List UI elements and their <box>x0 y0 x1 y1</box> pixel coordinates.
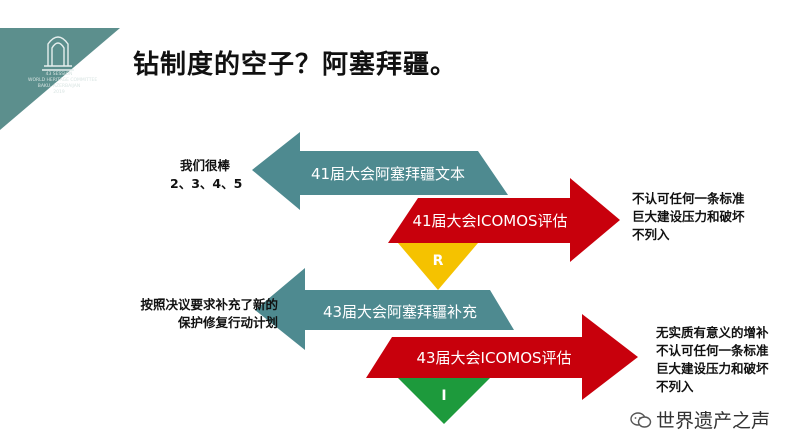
right-note-top: 不认可任何一条标准 巨大建设压力和破坏 不列入 <box>632 190 745 244</box>
teal-arrow-2-label: 43届大会阿塞拜疆补充 <box>322 303 478 321</box>
red-arrow-1-label: 41届大会ICOMOS评估 <box>412 212 568 230</box>
committee-logo-icon <box>42 36 74 71</box>
r-badge-triangle <box>398 243 478 290</box>
red-arrow-2 <box>366 314 638 400</box>
left-note-top-line-2: 2、3、4、5 <box>170 176 243 191</box>
logo-line-2: WORLD HERITAGE COMMITTEE <box>28 78 98 83</box>
watermark-text: 世界遗产之声 <box>655 410 770 432</box>
logo-corner-triangle-top <box>0 0 140 20</box>
wechat-icon <box>630 411 652 429</box>
logo-line-1: 43 SESSION <box>45 72 73 77</box>
r-badge-label: R <box>432 253 444 269</box>
teal-arrow-2 <box>255 268 514 350</box>
right-note-top-line-2: 巨大建设压力和破坏 <box>632 209 745 224</box>
right-note-bottom: 无实质有意义的增补 不认可任何一条标准 巨大建设压力和破坏 不列入 <box>656 324 769 396</box>
teal-arrow-1-label: 41届大会阿塞拜疆文本 <box>310 165 466 183</box>
right-note-bottom-line-4: 不列入 <box>656 379 694 394</box>
red-arrow-2-label: 43届大会ICOMOS评估 <box>416 349 572 367</box>
right-note-bottom-line-1: 无实质有意义的增补 <box>656 325 769 340</box>
left-note-top-line-1: 我们很棒 <box>179 158 230 173</box>
red-arrow-1 <box>388 178 620 262</box>
logo-caption: 43 SESSION WORLD HERITAGE COMMITTEE BAKU… <box>28 72 98 96</box>
i-badge-label: I <box>441 388 447 404</box>
watermark: 世界遗产之声 <box>630 406 770 433</box>
left-note-bottom: 按照决议要求补充了新的 保护修复行动计划 <box>100 296 278 332</box>
right-note-top-line-1: 不认可任何一条标准 <box>632 191 745 206</box>
logo-line-3: BAKU, AZERBAIJAN <box>37 84 81 89</box>
teal-arrow-1 <box>252 132 508 210</box>
i-badge-triangle <box>398 378 490 424</box>
right-note-bottom-line-3: 巨大建设压力和破坏 <box>656 361 769 376</box>
left-note-bottom-line-2: 保护修复行动计划 <box>177 315 278 330</box>
right-note-bottom-line-2: 不认可任何一条标准 <box>656 343 769 358</box>
left-note-bottom-line-1: 按照决议要求补充了新的 <box>140 297 278 312</box>
left-note-top: 我们很棒 2、3、4、5 <box>170 157 243 193</box>
right-note-top-line-3: 不列入 <box>632 227 670 242</box>
slide-title: 钻制度的空子？阿塞拜疆。 <box>133 50 458 80</box>
logo-corner-triangle <box>0 28 120 130</box>
logo-line-4: 2019 <box>53 90 65 95</box>
